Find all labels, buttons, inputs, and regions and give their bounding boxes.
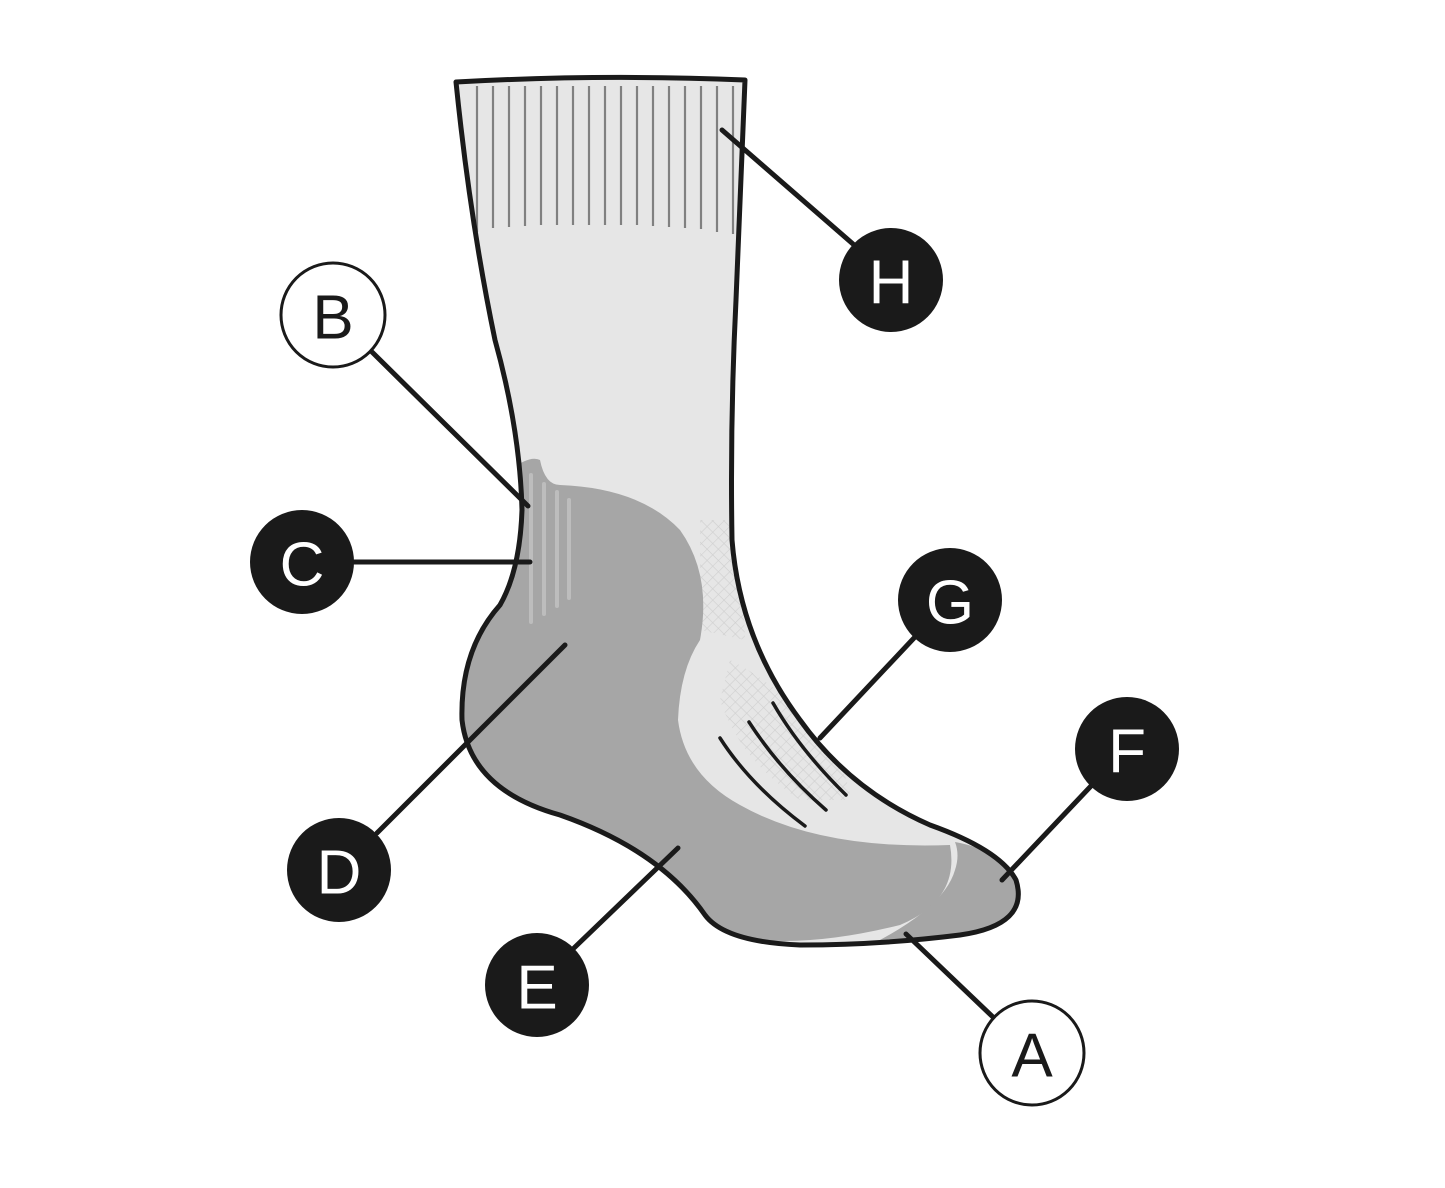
arch-support-lines	[718, 701, 848, 828]
label-badge	[279, 261, 387, 369]
sock-body	[453, 74, 1021, 948]
label-badge	[839, 228, 943, 332]
label-letter: F	[1108, 718, 1146, 787]
label-letter: E	[516, 954, 557, 1023]
label-badge	[898, 548, 1002, 652]
label-letter: C	[280, 531, 325, 600]
callout-f: F	[999, 697, 1179, 883]
label-letter: D	[317, 839, 362, 908]
label-letter: H	[869, 249, 914, 318]
leader-line	[719, 127, 856, 247]
leader-line	[999, 783, 1094, 883]
label-letter: A	[1011, 1022, 1053, 1091]
achilles-ribbing	[529, 473, 571, 624]
label-badge	[1075, 697, 1179, 801]
label-letter: G	[926, 569, 974, 638]
callout-h: H	[719, 127, 943, 332]
sock-outline	[453, 74, 1021, 948]
label-badge	[485, 933, 589, 1037]
callout-a: A	[903, 931, 1086, 1107]
toe-cushion-zone	[880, 842, 1019, 941]
leader-line	[374, 642, 568, 836]
leader-line	[817, 635, 917, 741]
callout-d: D	[287, 642, 568, 922]
leader-line	[369, 349, 531, 509]
label-badge	[287, 818, 391, 922]
callout-e: E	[485, 845, 681, 1037]
callout-c: C	[250, 510, 533, 614]
cuff-ribbing	[475, 86, 735, 234]
label-letter: B	[312, 284, 353, 353]
callout-group: A B C D E F G H	[250, 127, 1179, 1107]
leader-line	[903, 931, 997, 1021]
callout-b: B	[279, 261, 531, 509]
callout-g: G	[817, 548, 1002, 741]
heel-cushion-zone	[461, 458, 952, 941]
label-badge	[250, 510, 354, 614]
label-badge	[978, 999, 1086, 1107]
leader-line	[571, 845, 681, 951]
